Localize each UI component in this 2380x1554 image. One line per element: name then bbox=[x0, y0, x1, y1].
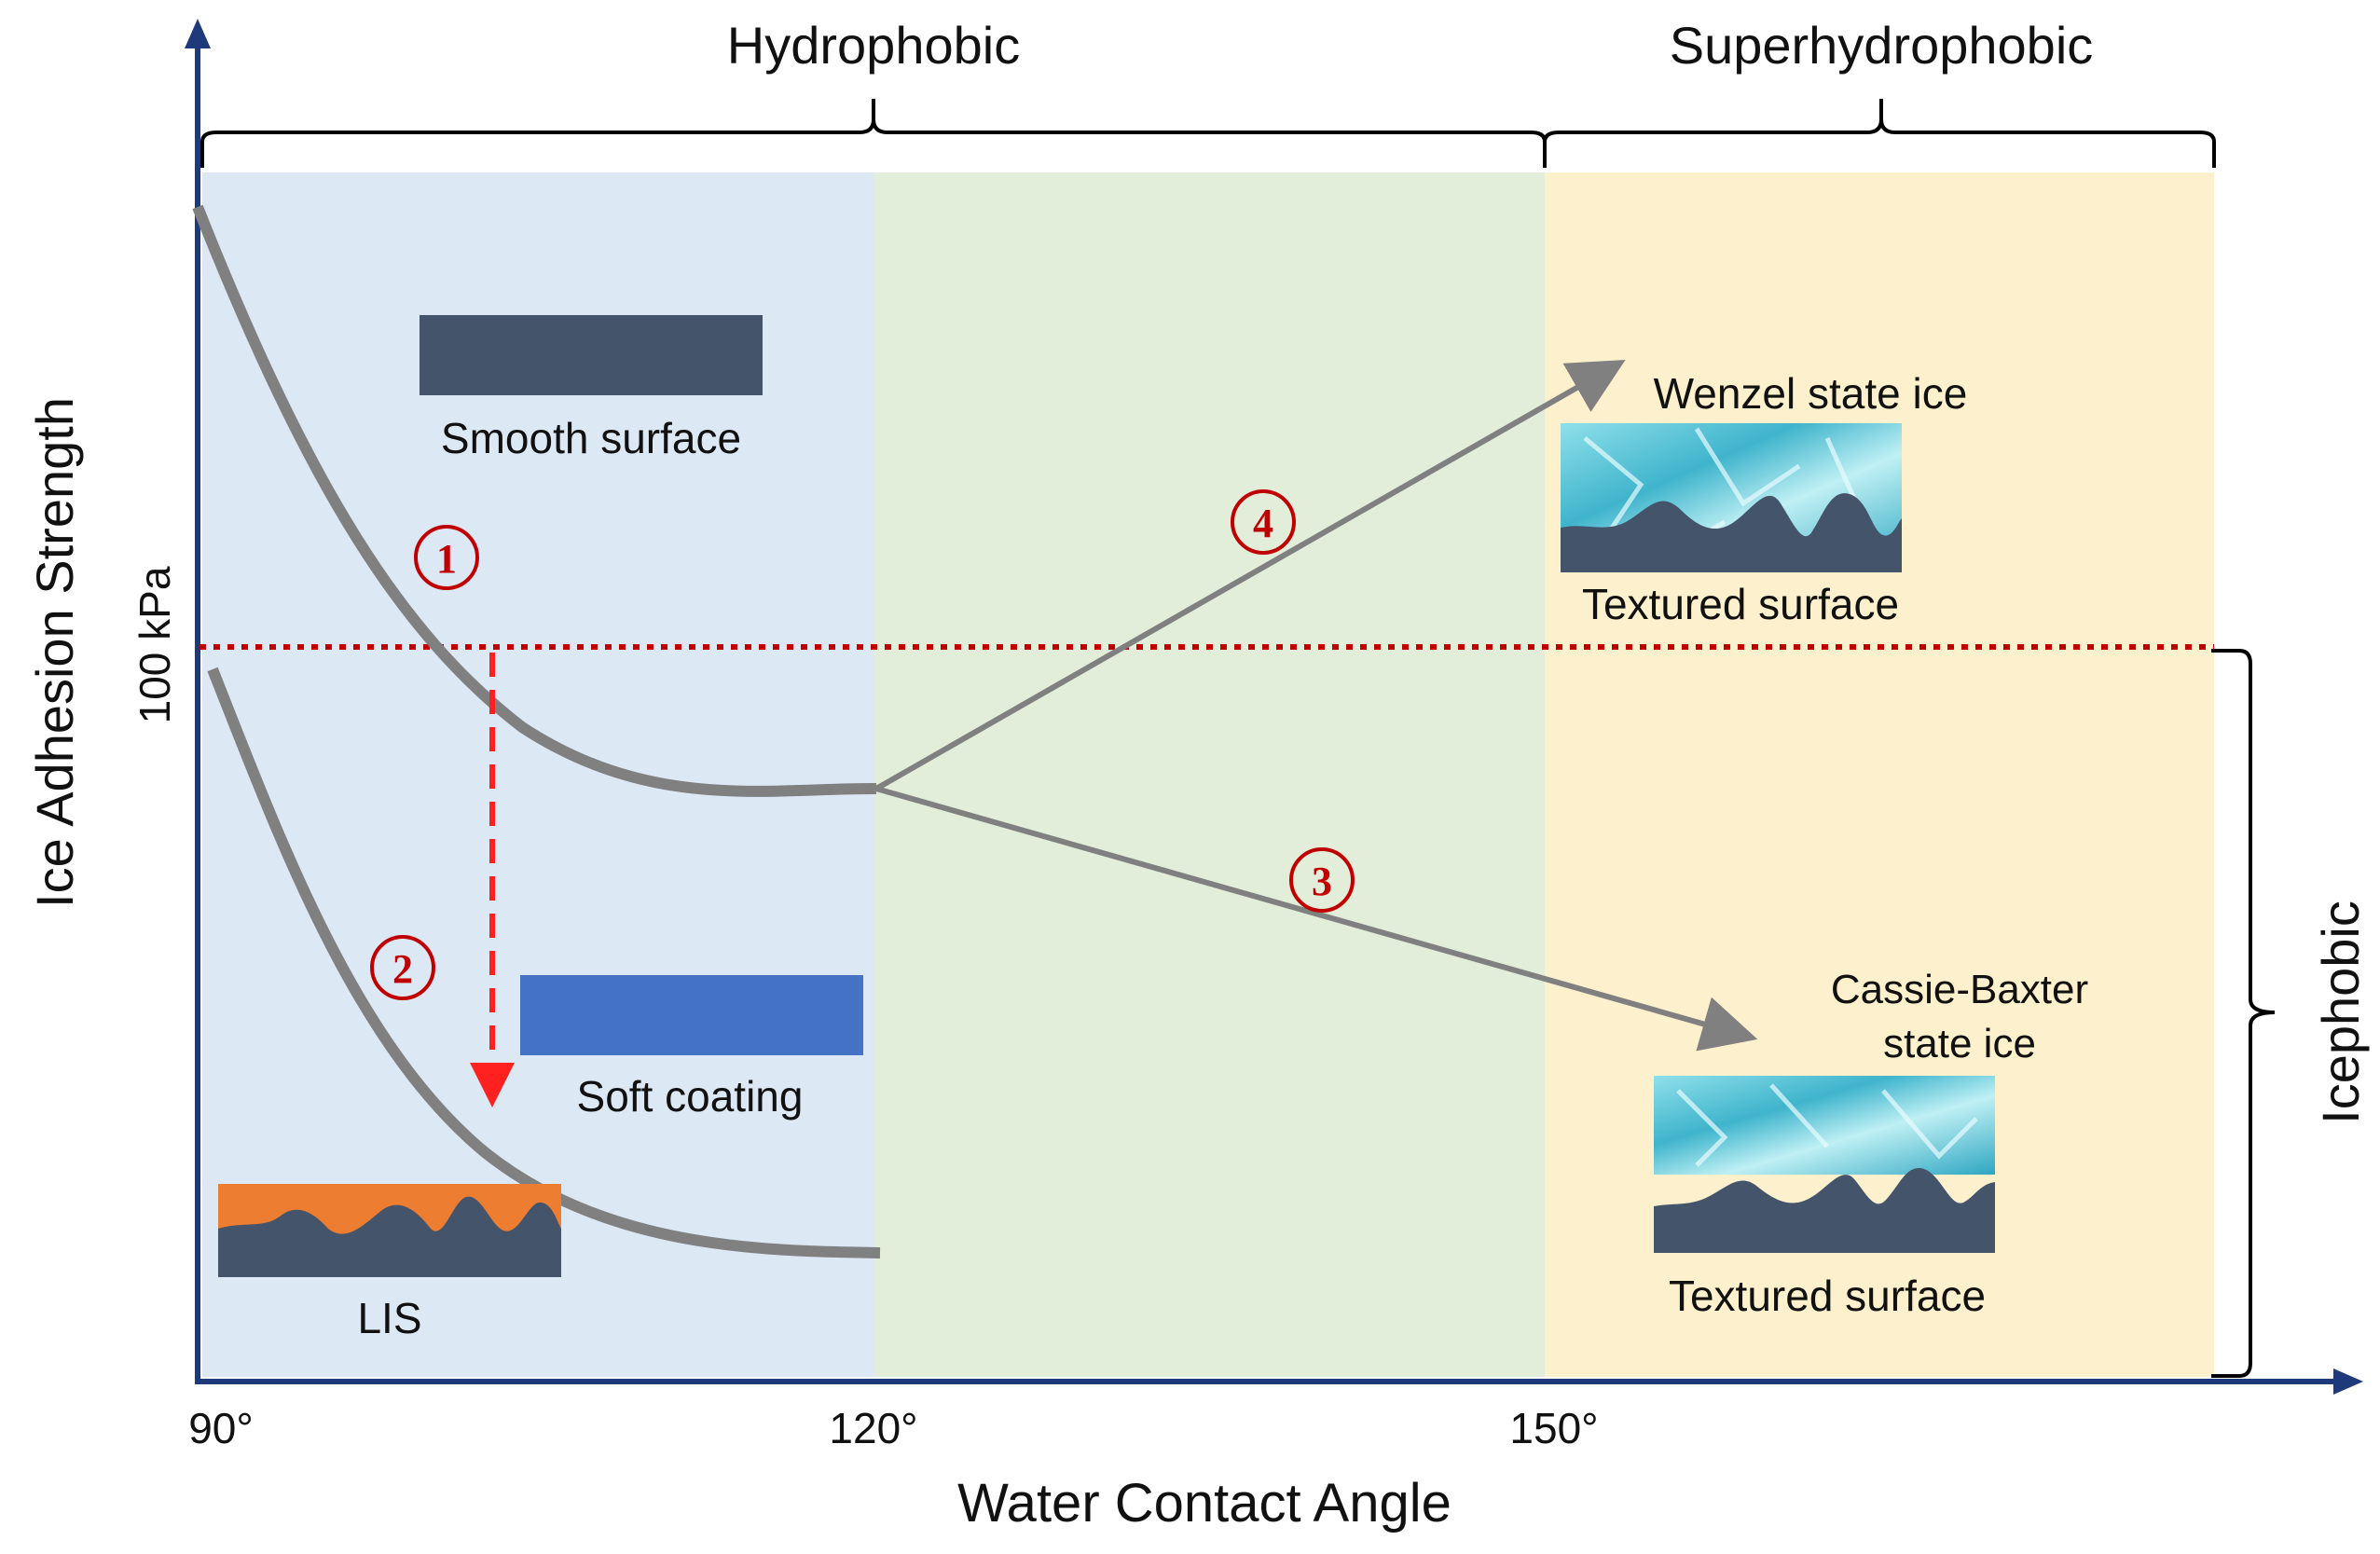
wenzel-arrow bbox=[874, 360, 1626, 791]
soft-coating-label: Soft coating bbox=[577, 1072, 804, 1121]
cassie-arrow bbox=[875, 786, 1758, 1052]
cassie-ice-label-line2: state ice bbox=[1883, 1021, 2036, 1066]
wenzel-ice-label: Wenzel state ice bbox=[1654, 369, 1968, 418]
cassie-ice-illustration bbox=[1654, 1076, 1995, 1253]
svg-text:1: 1 bbox=[436, 536, 457, 582]
zone-superhydrophobic bbox=[1545, 172, 2214, 1377]
soft-coating-block bbox=[520, 975, 863, 1055]
hydrophobic-brace bbox=[200, 99, 1547, 168]
smooth-surface-block bbox=[420, 315, 763, 395]
smooth-surface-label: Smooth surface bbox=[441, 414, 741, 462]
icephobic-label: Icephobic bbox=[2311, 901, 2370, 1124]
arrow-up-icon bbox=[185, 19, 211, 48]
svg-text:3: 3 bbox=[1312, 859, 1332, 904]
x-tick-150: 150° bbox=[1509, 1404, 1598, 1452]
textured-surface-label-top: Textured surface bbox=[1582, 580, 1899, 628]
svg-text:2: 2 bbox=[392, 946, 413, 992]
marker-4: 4 bbox=[1231, 489, 1296, 555]
lis-surface-illustration bbox=[218, 1184, 561, 1277]
zone-hydrophobic bbox=[874, 172, 1545, 1377]
marker-3: 3 bbox=[1289, 847, 1355, 913]
x-axis-label: Water Contact Angle bbox=[957, 1473, 1451, 1533]
wenzel-ice-illustration bbox=[1561, 423, 1902, 572]
svg-text:4: 4 bbox=[1253, 501, 1273, 546]
x-tick-90: 90° bbox=[188, 1404, 254, 1452]
x-tick-120: 120° bbox=[829, 1404, 917, 1452]
hydrophobic-label: Hydrophobic bbox=[727, 16, 1020, 75]
upper-curve bbox=[192, 204, 877, 797]
superhydrophobic-label: Superhydrophobic bbox=[1670, 16, 2094, 75]
textured-surface-label-bottom: Textured surface bbox=[1669, 1272, 1986, 1320]
y-axis-label: Ice Adhesion Strength bbox=[25, 397, 84, 908]
marker-2: 2 bbox=[370, 935, 435, 1000]
lis-label: LIS bbox=[357, 1294, 421, 1342]
marker-1: 1 bbox=[414, 525, 479, 590]
superhydrophobic-brace bbox=[1543, 99, 2216, 168]
lower-curve bbox=[207, 667, 881, 1258]
icephobic-brace bbox=[2211, 649, 2276, 1378]
cassie-ice-label-line1: Cassie-Baxter bbox=[1831, 967, 2088, 1012]
y-reference-label: 100 kPa bbox=[131, 566, 179, 723]
arrow-right-icon bbox=[2333, 1368, 2363, 1395]
